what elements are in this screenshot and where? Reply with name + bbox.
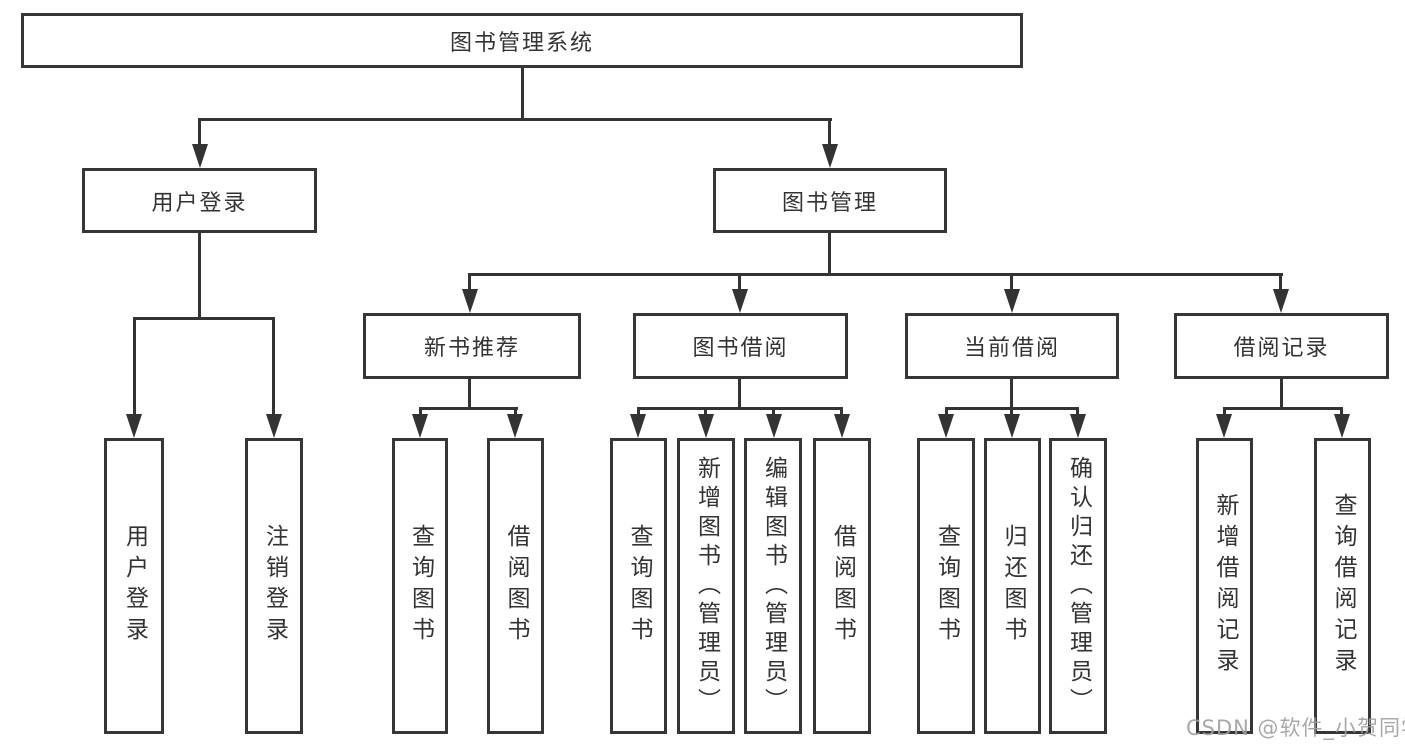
node-user-login: 用户登录 [82,168,317,233]
node-current-borrowing: 当前借阅 [905,313,1119,379]
connector-book-borrow-drop [738,379,741,410]
connector-stub-current-borrow [1010,273,1013,292]
leaf-query-books-current: 查询图书 [917,438,975,734]
connector-book-mgmt-drop [828,233,831,276]
node-book-borrowing: 图书借阅 [633,313,848,379]
leaf-return-book: 归还图书 [984,438,1041,734]
connector-stub [637,407,640,417]
arrow-down-icon [766,414,782,438]
connector-stub [840,407,843,417]
arrow-down-icon [1273,289,1289,313]
arrow-down-icon [507,414,523,438]
arrow-down-icon [266,414,282,438]
arrow-down-icon [1216,414,1232,438]
connector-user-login-rail [133,317,275,320]
leaf-borrow-books-recommend: 借阅图书 [487,438,544,734]
connector-stub [772,407,775,417]
arrow-down-icon [192,144,208,168]
connector-borrow-records-rail [1223,407,1343,410]
leaf-logout: 注销登录 [245,438,303,734]
leaf-query-borrow-record: 查询借阅记录 [1314,438,1371,734]
arrow-down-icon [126,414,142,438]
connector-current-borrow-drop [1010,379,1013,410]
leaf-borrow-books-borrowing: 借阅图书 [813,438,871,734]
connector-stub [514,407,517,417]
connector-borrow-records-drop [1280,379,1283,410]
connector-stub-new-book [468,273,471,292]
connector-stub-borrow-records [1279,273,1282,292]
arrow-down-icon [732,289,748,313]
connector-new-book-rail [419,407,518,410]
connector-stub [1076,407,1079,417]
connector-stub-book-borrow [738,273,741,292]
connector-stub [945,407,948,417]
leaf-add-borrow-record: 新增借阅记录 [1196,438,1253,734]
arrow-down-icon [822,144,838,168]
leaf-query-books-borrowing: 查询图书 [610,438,667,734]
arrow-down-icon [1070,414,1086,438]
connector-stub [1223,407,1226,417]
connector-stub [1010,407,1013,417]
arrow-down-icon [698,414,714,438]
leaf-confirm-return-admin: 确认归还（管理员） [1049,438,1107,734]
node-new-book-recommend: 新书推荐 [363,313,581,379]
arrow-down-icon [1334,414,1350,438]
connector-stub [1340,407,1343,417]
connector-root-drop [521,68,524,118]
node-root: 图书管理系统 [21,13,1023,68]
arrow-down-icon [630,414,646,438]
connector-stub-user-login [198,118,201,146]
arrow-down-icon [834,414,850,438]
arrow-down-icon [462,289,478,313]
connector-stub-leaf-user-login [133,317,136,415]
arrow-down-icon [1004,289,1020,313]
arrow-down-icon [938,414,954,438]
node-borrowing-records: 借阅记录 [1174,313,1389,379]
connector-user-login-drop [198,233,201,320]
connector-stub [419,407,422,417]
leaf-user-login: 用户登录 [104,438,164,734]
arrow-down-icon [1004,414,1020,438]
leaf-add-book-admin: 新增图书（管理员） [677,438,735,734]
connector-level3-rail [469,273,1283,276]
connector-stub-leaf-logout [272,317,275,415]
leaf-query-books-recommend: 查询图书 [392,438,448,734]
node-book-management: 图书管理 [713,168,947,233]
connector-new-book-drop [468,379,471,410]
leaf-edit-book-admin: 编辑图书（管理员） [744,438,802,734]
arrow-down-icon [412,414,428,438]
connector-stub-book-mgmt [828,118,831,146]
connector-level2-rail [199,118,832,121]
connector-stub [704,407,707,417]
connector-book-borrow-rail [637,407,843,410]
csdn-watermark: CSDN @软件_小贺同学 [1186,716,1405,740]
